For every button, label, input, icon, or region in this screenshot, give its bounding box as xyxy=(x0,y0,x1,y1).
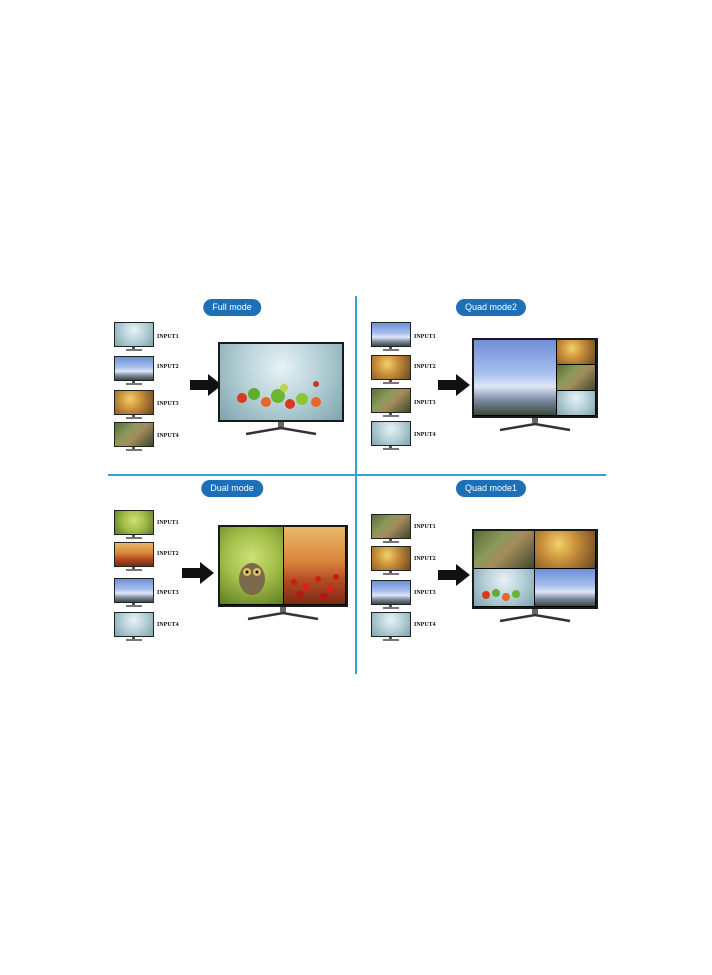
tv-stand xyxy=(247,607,319,621)
input-label: INPUT3 xyxy=(414,400,436,406)
input-label: INPUT1 xyxy=(157,334,179,340)
right-arrow-icon xyxy=(190,374,222,396)
tv-screen xyxy=(218,525,348,607)
mode-title-badge: Dual mode xyxy=(201,480,263,497)
tv-screen xyxy=(218,342,344,422)
input-label: INPUT2 xyxy=(157,364,179,370)
input-label: INPUT4 xyxy=(157,433,179,439)
input-screen xyxy=(114,390,154,415)
horizontal-divider xyxy=(108,474,606,476)
mode-title-badge: Quad mode1 xyxy=(455,480,527,497)
mode-title-badge: Full mode xyxy=(203,299,261,316)
input-label: INPUT3 xyxy=(157,590,179,596)
input-label: INPUT1 xyxy=(157,520,179,526)
input-label: INPUT4 xyxy=(157,622,179,628)
tv-stand xyxy=(245,422,317,436)
input-label: INPUT3 xyxy=(414,590,436,596)
mode-title-badge: Quad mode2 xyxy=(455,299,527,316)
right-arrow-icon xyxy=(438,564,470,586)
input-label: INPUT4 xyxy=(414,622,436,628)
input-label: INPUT1 xyxy=(414,334,436,340)
input-label: INPUT2 xyxy=(414,556,436,562)
input-label: INPUT1 xyxy=(414,524,436,530)
tv-screen xyxy=(472,529,598,609)
vertical-divider xyxy=(355,296,357,674)
tv-stand xyxy=(499,609,571,623)
input-screen xyxy=(114,356,154,381)
right-arrow-icon xyxy=(182,562,214,584)
tv-stand xyxy=(499,418,571,432)
right-arrow-icon xyxy=(438,374,470,396)
input-label: INPUT4 xyxy=(414,432,436,438)
tv-screen xyxy=(472,338,598,418)
input-screen xyxy=(114,422,154,447)
input-label: INPUT2 xyxy=(157,551,179,557)
input-label: INPUT3 xyxy=(157,401,179,407)
input-label: INPUT2 xyxy=(414,364,436,370)
input-screen xyxy=(114,322,154,347)
